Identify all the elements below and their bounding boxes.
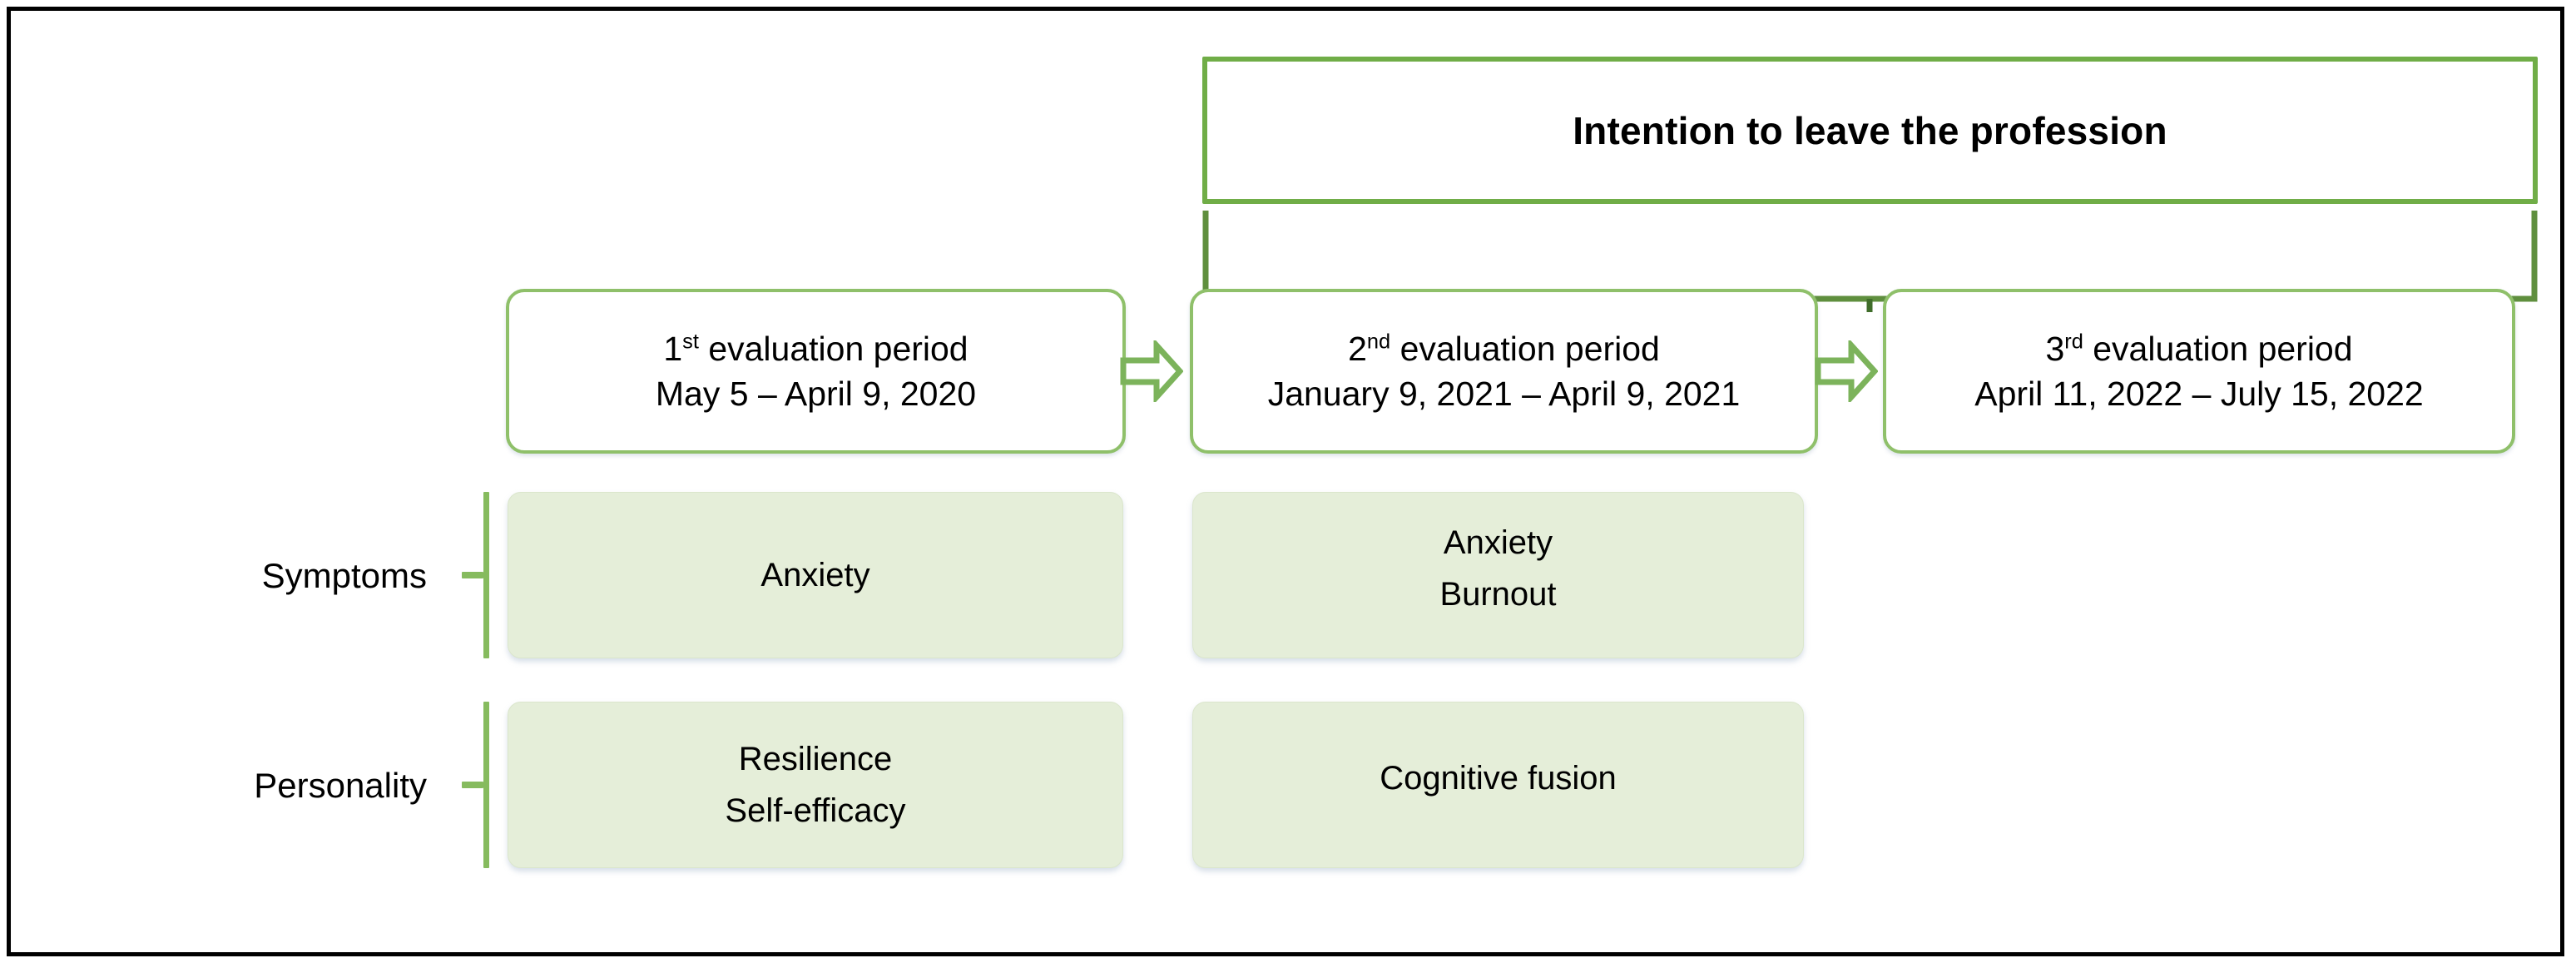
- personality-row-bracket: [456, 702, 489, 868]
- evaluation-period-1-dates: May 5 – April 9, 2020: [655, 375, 977, 413]
- symptoms-period1-item-1: Anxiety: [760, 557, 870, 593]
- symptoms-bracket-tick: [462, 572, 483, 578]
- period-1-ordinal-suffix: st: [682, 330, 699, 354]
- period-1-title-rest: evaluation period: [698, 329, 968, 368]
- evaluation-period-2-box: 2nd evaluation period January 9, 2021 – …: [1190, 289, 1818, 454]
- period-3-ordinal-number: 3: [2045, 329, 2065, 368]
- evaluation-period-2-title: 2nd evaluation period: [1348, 326, 1660, 371]
- evaluation-period-1-title: 1st evaluation period: [663, 326, 968, 371]
- personality-bracket-stem: [483, 702, 489, 868]
- diagram-canvas: Intention to leave the profession 1st ev…: [11, 11, 2560, 952]
- evaluation-period-3-box: 3rd evaluation period April 11, 2022 – J…: [1883, 289, 2515, 454]
- symptoms-period1-content: Anxiety: [760, 549, 869, 601]
- row-label-symptoms: Symptoms: [261, 556, 427, 595]
- evaluation-period-2-dates: January 9, 2021 – April 9, 2021: [1267, 375, 1741, 413]
- symptoms-period2-item-1: Anxiety: [1443, 524, 1553, 561]
- period-2-title-rest: evaluation period: [1390, 329, 1660, 368]
- period-3-ordinal-suffix: rd: [2064, 330, 2083, 354]
- right-arrow-icon-period2-to-period3: [1815, 340, 1878, 402]
- intention-connector-bracket: [1202, 211, 2538, 312]
- symptoms-period2-content: Anxiety Burnout: [1439, 517, 1556, 620]
- evaluation-period-1-box: 1st evaluation period May 5 – April 9, 2…: [506, 289, 1126, 454]
- symptoms-period1-box: Anxiety: [508, 492, 1123, 658]
- intention-to-leave-box: Intention to leave the profession: [1202, 57, 2538, 204]
- personality-period2-item-1: Cognitive fusion: [1380, 760, 1617, 797]
- right-arrow-icon-period1-to-period2: [1120, 340, 1183, 402]
- figure-outer-frame: Intention to leave the profession 1st ev…: [7, 7, 2564, 956]
- evaluation-period-3-title: 3rd evaluation period: [2045, 326, 2352, 371]
- symptoms-period2-box: Anxiety Burnout: [1192, 492, 1804, 658]
- personality-period1-item-2: Self-efficacy: [725, 792, 906, 829]
- symptoms-row-bracket: [456, 492, 489, 658]
- evaluation-period-3-dates: April 11, 2022 – July 15, 2022: [1974, 375, 2424, 413]
- period-2-ordinal-number: 2: [1348, 329, 1367, 368]
- period-2-ordinal-suffix: nd: [1366, 330, 1391, 354]
- personality-period1-item-1: Resilience: [738, 741, 893, 777]
- personality-bracket-tick: [462, 782, 483, 788]
- personality-period1-content: Resilience Self-efficacy: [725, 733, 905, 836]
- personality-period2-box: Cognitive fusion: [1192, 702, 1804, 868]
- period-3-title-rest: evaluation period: [2083, 329, 2353, 368]
- symptoms-period2-item-2: Burnout: [1439, 576, 1557, 613]
- personality-period2-content: Cognitive fusion: [1380, 752, 1617, 804]
- symptoms-bracket-stem: [483, 492, 489, 658]
- intention-to-leave-label: Intention to leave the profession: [1573, 108, 2167, 152]
- period-1-ordinal-number: 1: [663, 329, 683, 368]
- personality-period1-box: Resilience Self-efficacy: [508, 702, 1123, 868]
- row-label-personality: Personality: [254, 766, 427, 805]
